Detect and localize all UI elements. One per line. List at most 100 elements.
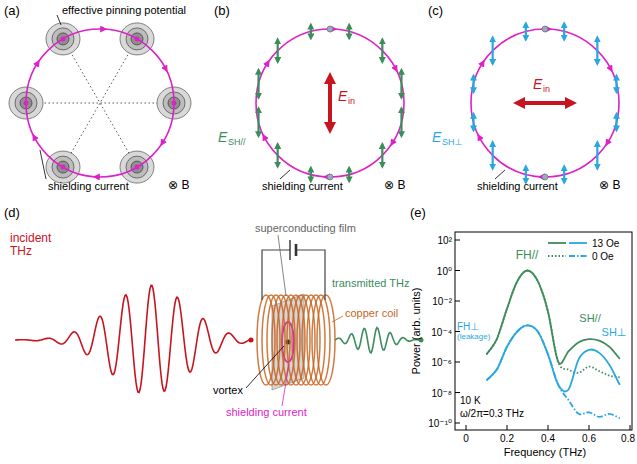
field-arrow xyxy=(277,40,279,62)
current-arrow xyxy=(34,137,36,140)
callout-label: shielding current xyxy=(226,406,307,418)
leader-line xyxy=(40,150,46,179)
legend-sample xyxy=(569,255,587,257)
current-arrow xyxy=(264,137,266,140)
shielding-current-loop xyxy=(256,29,404,177)
wave-label: transmitted THz xyxy=(332,277,409,289)
peak-label: SH// xyxy=(579,312,600,324)
current-arrow xyxy=(266,63,268,66)
leader-line xyxy=(332,316,343,322)
field-arrow xyxy=(472,76,474,92)
axis-title: Frequency (THz) xyxy=(504,446,587,458)
coil-winding xyxy=(317,295,335,385)
incident-wave xyxy=(15,285,250,392)
tick xyxy=(455,301,460,302)
peak-label: FH⊥ xyxy=(457,321,479,332)
vortex-dot xyxy=(24,101,29,106)
panel-e xyxy=(455,232,632,430)
node-dot xyxy=(542,26,548,32)
field-arrow xyxy=(596,142,598,168)
wave-label: incident THz xyxy=(10,232,66,258)
field-arrow xyxy=(492,142,494,168)
tick xyxy=(630,425,631,430)
leader-line xyxy=(57,15,61,25)
plot-frame xyxy=(455,232,632,430)
current-arrow xyxy=(607,140,609,143)
field-subscript: SH⊥ xyxy=(442,138,462,148)
leader-line xyxy=(280,170,290,179)
wave-end xyxy=(249,338,254,343)
field-arrow xyxy=(615,114,617,130)
current-arrow xyxy=(392,140,394,143)
battery-plate xyxy=(289,240,290,260)
pinning-potential xyxy=(46,23,80,55)
legend-label: 13 Oe xyxy=(592,238,619,249)
pinning-potential xyxy=(46,151,80,183)
pinning-ring xyxy=(131,161,143,173)
leader-line xyxy=(246,346,284,388)
condition-note: ω/2π=0.3 THz xyxy=(460,408,524,419)
panel-c xyxy=(471,24,619,183)
callout-label: effective pinning potential xyxy=(62,4,186,16)
field-arrow xyxy=(348,25,350,38)
dotted-guide xyxy=(26,103,174,104)
current-arrow xyxy=(96,176,100,178)
pinning-potential xyxy=(120,23,154,55)
field-arrow xyxy=(310,25,312,38)
panel-letter: (d) xyxy=(4,206,20,220)
field-symbol: ⊗ B xyxy=(384,179,405,192)
axis-tick-label: 10² xyxy=(438,235,452,246)
vortex-dot xyxy=(135,165,140,170)
callout-label: shielding current xyxy=(262,180,343,192)
condition-note: 10 K xyxy=(460,395,481,406)
peak-label: SH⊥ xyxy=(602,326,627,338)
tick xyxy=(589,425,590,430)
current-arrow xyxy=(164,66,166,69)
callout-label: vortex xyxy=(213,384,243,396)
field-symbol: ⊗ B xyxy=(168,179,189,192)
current-arrow xyxy=(394,66,396,69)
leader-line xyxy=(282,364,289,406)
panel-letter: (e) xyxy=(410,206,426,220)
pinning-ring xyxy=(57,161,69,173)
field-arrow xyxy=(525,24,527,40)
field-symbol: ⊗ B xyxy=(599,179,620,192)
pinning-ring xyxy=(57,33,69,45)
incident-field-arrow xyxy=(328,76,332,130)
current-arrow xyxy=(609,66,611,69)
vortex-dot xyxy=(172,101,177,106)
field-arrow xyxy=(257,108,259,135)
current-arrow xyxy=(162,140,164,143)
tick xyxy=(466,425,467,430)
tick xyxy=(455,362,460,363)
callout-label: shielding current xyxy=(48,180,129,192)
tick xyxy=(507,425,508,430)
field-arrow xyxy=(348,168,350,181)
legend-sample xyxy=(548,242,566,244)
peak-note: (leakage) xyxy=(457,333,490,342)
field-arrow xyxy=(563,166,565,182)
callout-label: superconducting film xyxy=(255,222,356,234)
spectrum-curve xyxy=(487,271,620,378)
panel-a xyxy=(9,15,191,183)
current-arrow xyxy=(481,63,483,66)
axis-tick-label: 0.2 xyxy=(500,433,514,444)
axis-tick-label: 10⁻¹⁰ xyxy=(428,418,452,429)
field-arrow xyxy=(257,70,259,97)
incident-field-arrow xyxy=(517,101,573,105)
dotted-guide xyxy=(63,39,137,167)
field-arrow xyxy=(277,144,279,166)
peak-label: FH// xyxy=(516,249,539,262)
shielding-current-loop xyxy=(471,29,619,177)
panel-letter: (b) xyxy=(214,4,230,18)
tick xyxy=(455,392,460,393)
tick xyxy=(548,425,549,430)
field-symbol: E xyxy=(533,77,542,92)
coil-wire xyxy=(262,250,325,300)
leader-line xyxy=(495,170,505,179)
current-arrow xyxy=(100,28,104,30)
callout-label: shielding current xyxy=(477,180,558,192)
node-dot xyxy=(327,174,333,180)
field-subscript: SH// xyxy=(228,138,246,148)
axis-tick-label: 10⁰ xyxy=(437,265,452,276)
